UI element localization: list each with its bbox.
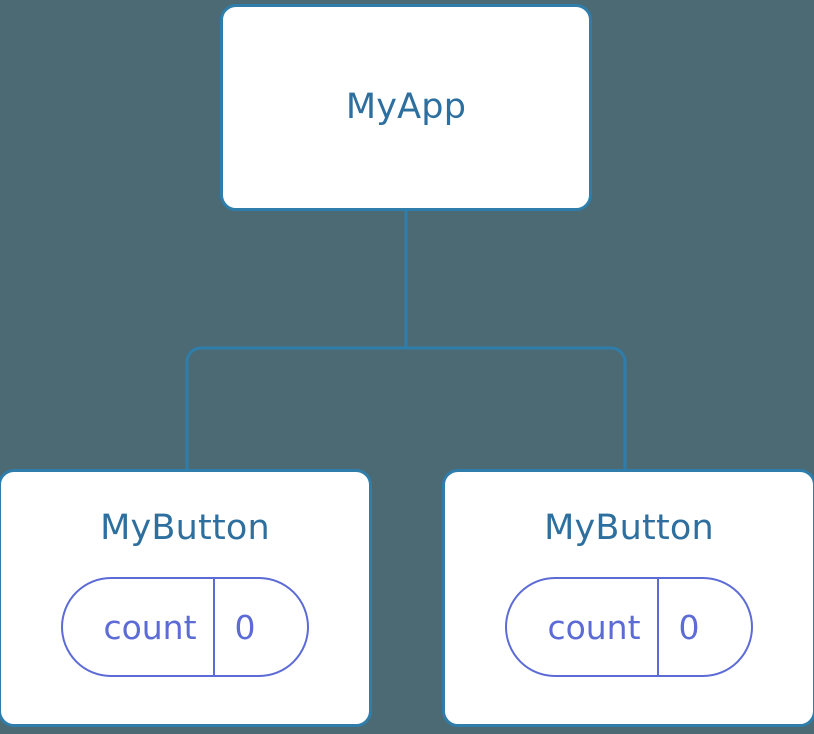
state-divider	[656, 579, 659, 675]
state-key: count	[547, 607, 641, 647]
component-node-mybutton-1[interactable]: MyButton count 0	[0, 469, 372, 727]
connector-branch-left	[185, 346, 406, 470]
component-node-mybutton-2[interactable]: MyButton count 0	[442, 469, 814, 727]
component-node-myapp[interactable]: MyApp	[220, 4, 592, 211]
state-value: 0	[678, 607, 700, 647]
component-title: MyButton	[100, 508, 270, 548]
connector-branch-right	[406, 346, 627, 470]
state-value: 0	[234, 607, 256, 647]
state-pill[interactable]: count 0	[505, 577, 753, 677]
state-pill[interactable]: count 0	[61, 577, 309, 677]
state-divider	[212, 579, 215, 675]
component-title: MyButton	[544, 508, 714, 548]
component-title: MyApp	[345, 87, 467, 127]
state-key: count	[103, 607, 197, 647]
